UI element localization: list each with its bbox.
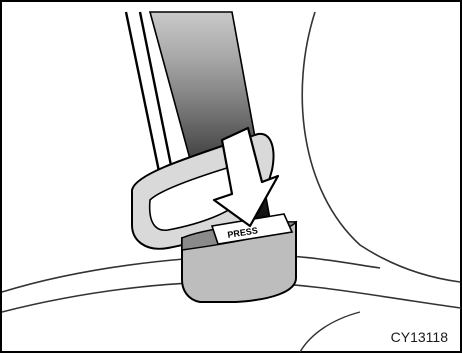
figure-code: CY13118 (391, 329, 448, 345)
